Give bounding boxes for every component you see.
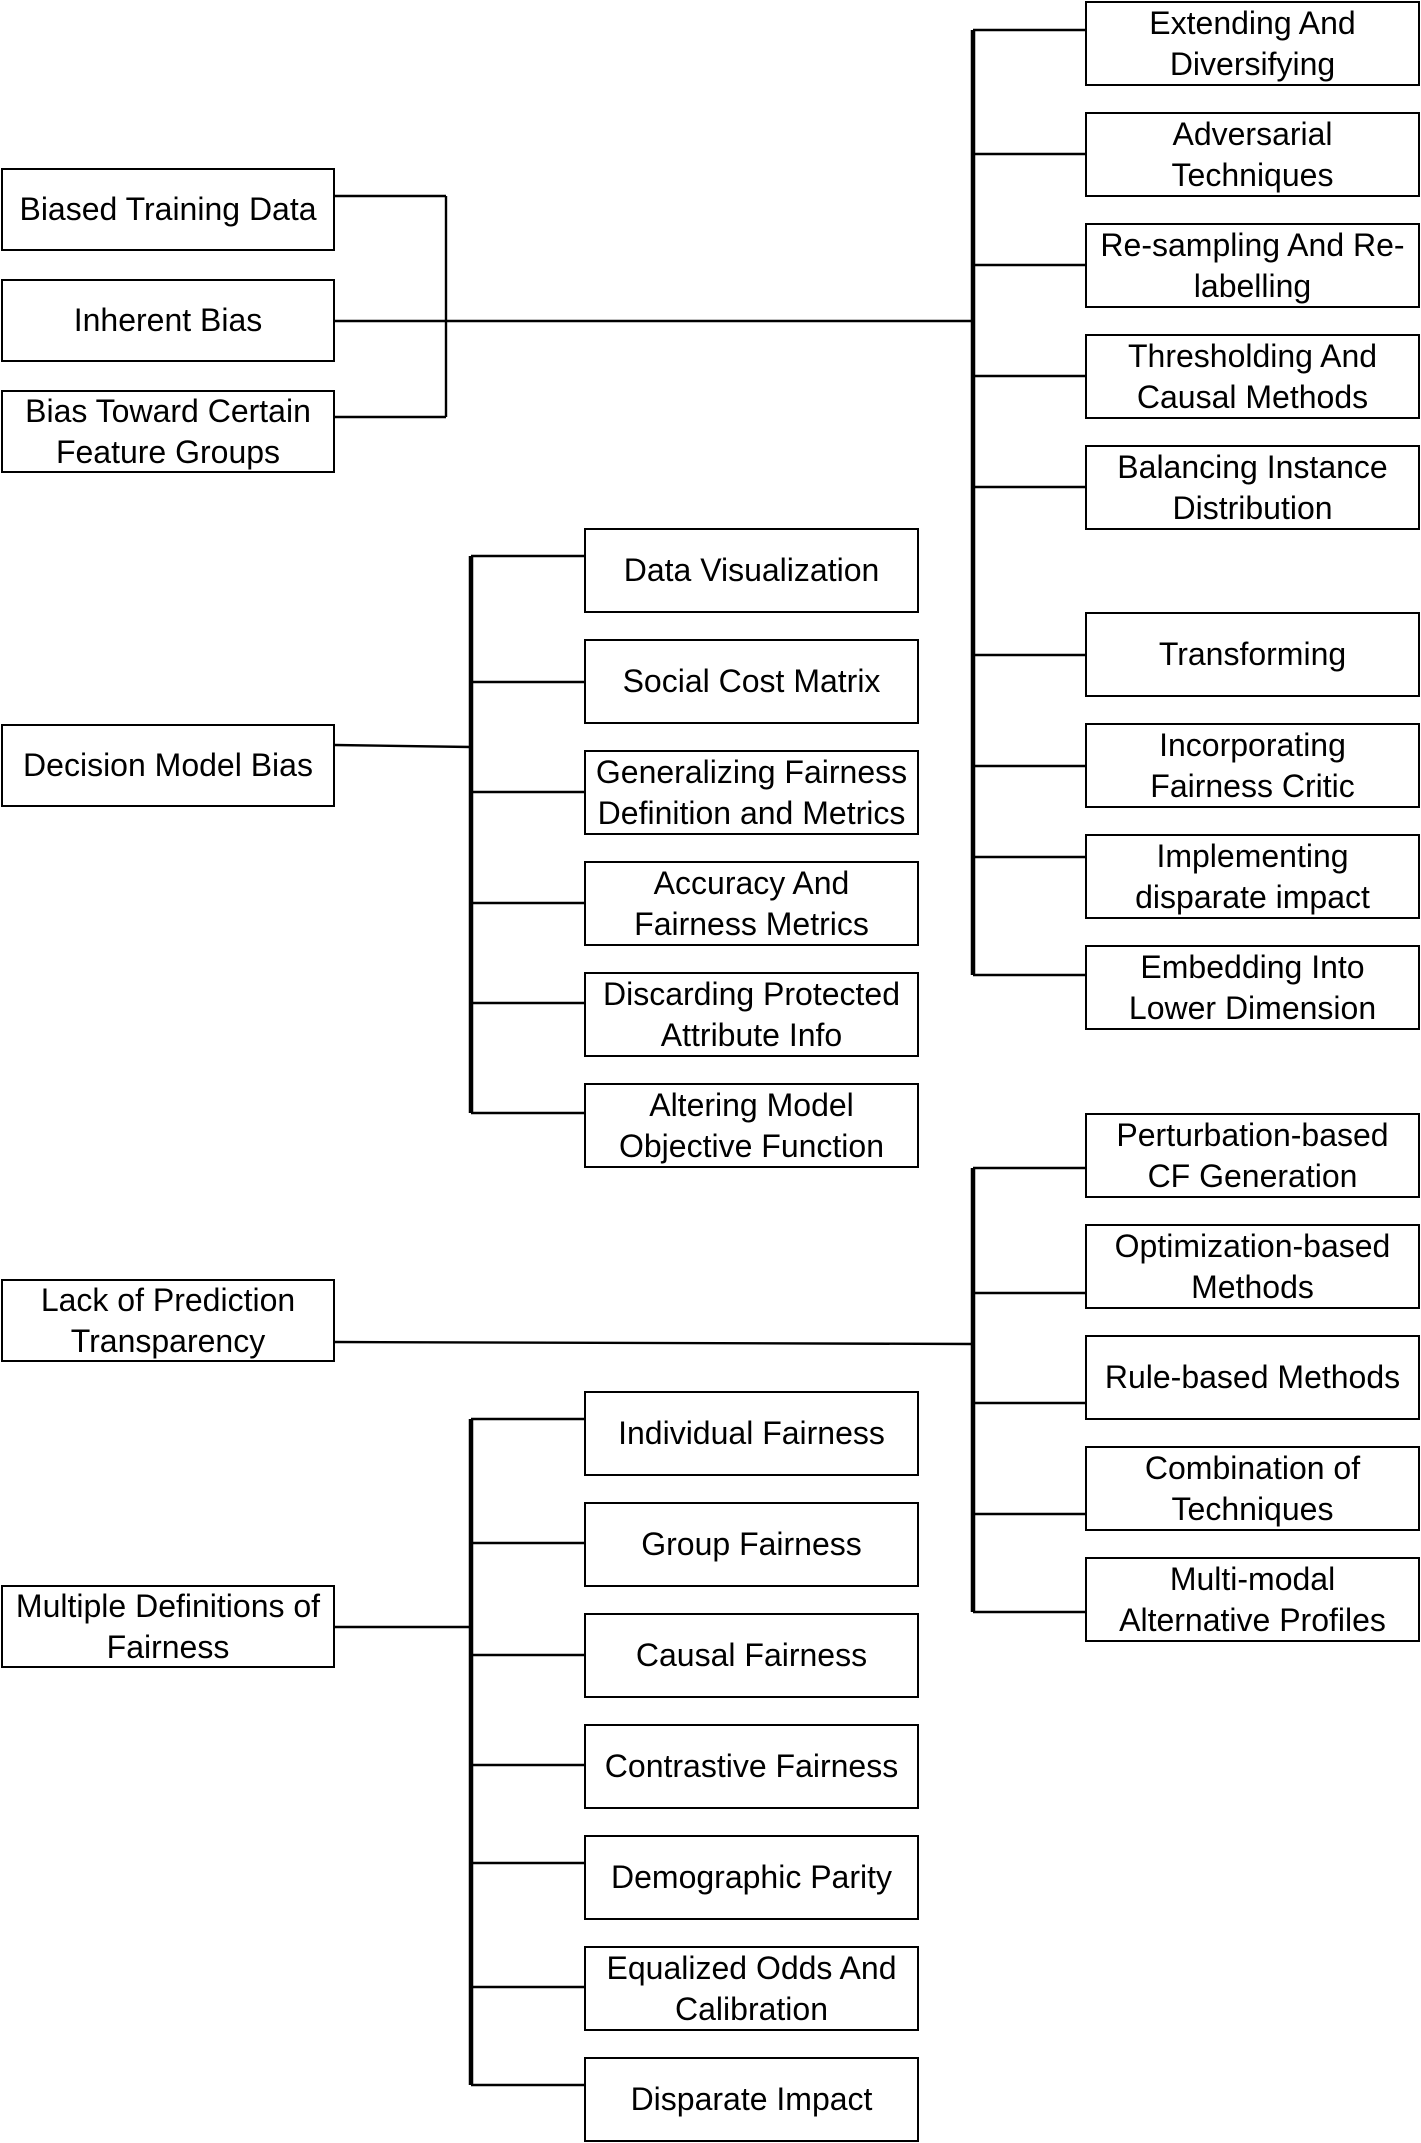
node-discarding-protected-attribute: Discarding Protected Attribute Info (584, 972, 919, 1057)
node-multiple-definitions-of-fairness: Multiple Definitions of Fairness (1, 1585, 335, 1668)
node-implementing-disparate-impact: Implementing disparate impact (1085, 834, 1420, 919)
node-demographic-parity: Demographic Parity (584, 1835, 919, 1920)
connector-branch (334, 1340, 974, 1346)
node-decision-model-bias: Decision Model Bias (1, 724, 335, 807)
node-combination-of-techniques: Combination of Techniques (1085, 1446, 1420, 1531)
node-bias-toward-feature-groups: Bias Toward Certain Feature Groups (1, 390, 335, 473)
node-multimodal-alternative-profiles: Multi-modal Alternative Profiles (1085, 1557, 1420, 1642)
node-thresholding-causal: Thresholding And Causal Methods (1085, 334, 1420, 419)
node-transforming: Transforming (1085, 612, 1420, 697)
node-embedding-lower-dimension: Embedding Into Lower Dimension (1085, 945, 1420, 1030)
node-disparate-impact: Disparate Impact (584, 2057, 919, 2142)
node-incorporating-fairness-critic: Incorporating Fairness Critic (1085, 723, 1420, 808)
node-social-cost-matrix: Social Cost Matrix (584, 639, 919, 724)
node-data-visualization: Data Visualization (584, 528, 919, 613)
node-contrastive-fairness: Contrastive Fairness (584, 1724, 919, 1809)
node-equalized-odds: Equalized Odds And Calibration (584, 1946, 919, 2031)
node-perturbation-cf-generation: Perturbation-based CF Generation (1085, 1113, 1420, 1198)
node-balancing-instance-distribution: Balancing Instance Distribution (1085, 445, 1420, 530)
node-rule-based-methods: Rule-based Methods (1085, 1335, 1420, 1420)
node-biased-training-data: Biased Training Data (1, 168, 335, 251)
node-adversarial-techniques: Adversarial Techniques (1085, 112, 1420, 197)
node-group-fairness: Group Fairness (584, 1502, 919, 1587)
connector-branch (334, 743, 472, 749)
node-altering-objective-function: Altering Model Objective Function (584, 1083, 919, 1168)
node-lack-of-prediction-transparency: Lack of Prediction Transparency (1, 1279, 335, 1362)
node-individual-fairness: Individual Fairness (584, 1391, 919, 1476)
node-resampling-relabelling: Re-sampling And Re-labelling (1085, 223, 1420, 308)
node-generalizing-fairness: Generalizing Fairness Definition and Met… (584, 750, 919, 835)
node-inherent-bias: Inherent Bias (1, 279, 335, 362)
node-optimization-based-methods: Optimization-based Methods (1085, 1224, 1420, 1309)
node-accuracy-fairness-metrics: Accuracy And Fairness Metrics (584, 861, 919, 946)
node-extending-diversifying: Extending And Diversifying (1085, 1, 1420, 86)
node-causal-fairness: Causal Fairness (584, 1613, 919, 1698)
